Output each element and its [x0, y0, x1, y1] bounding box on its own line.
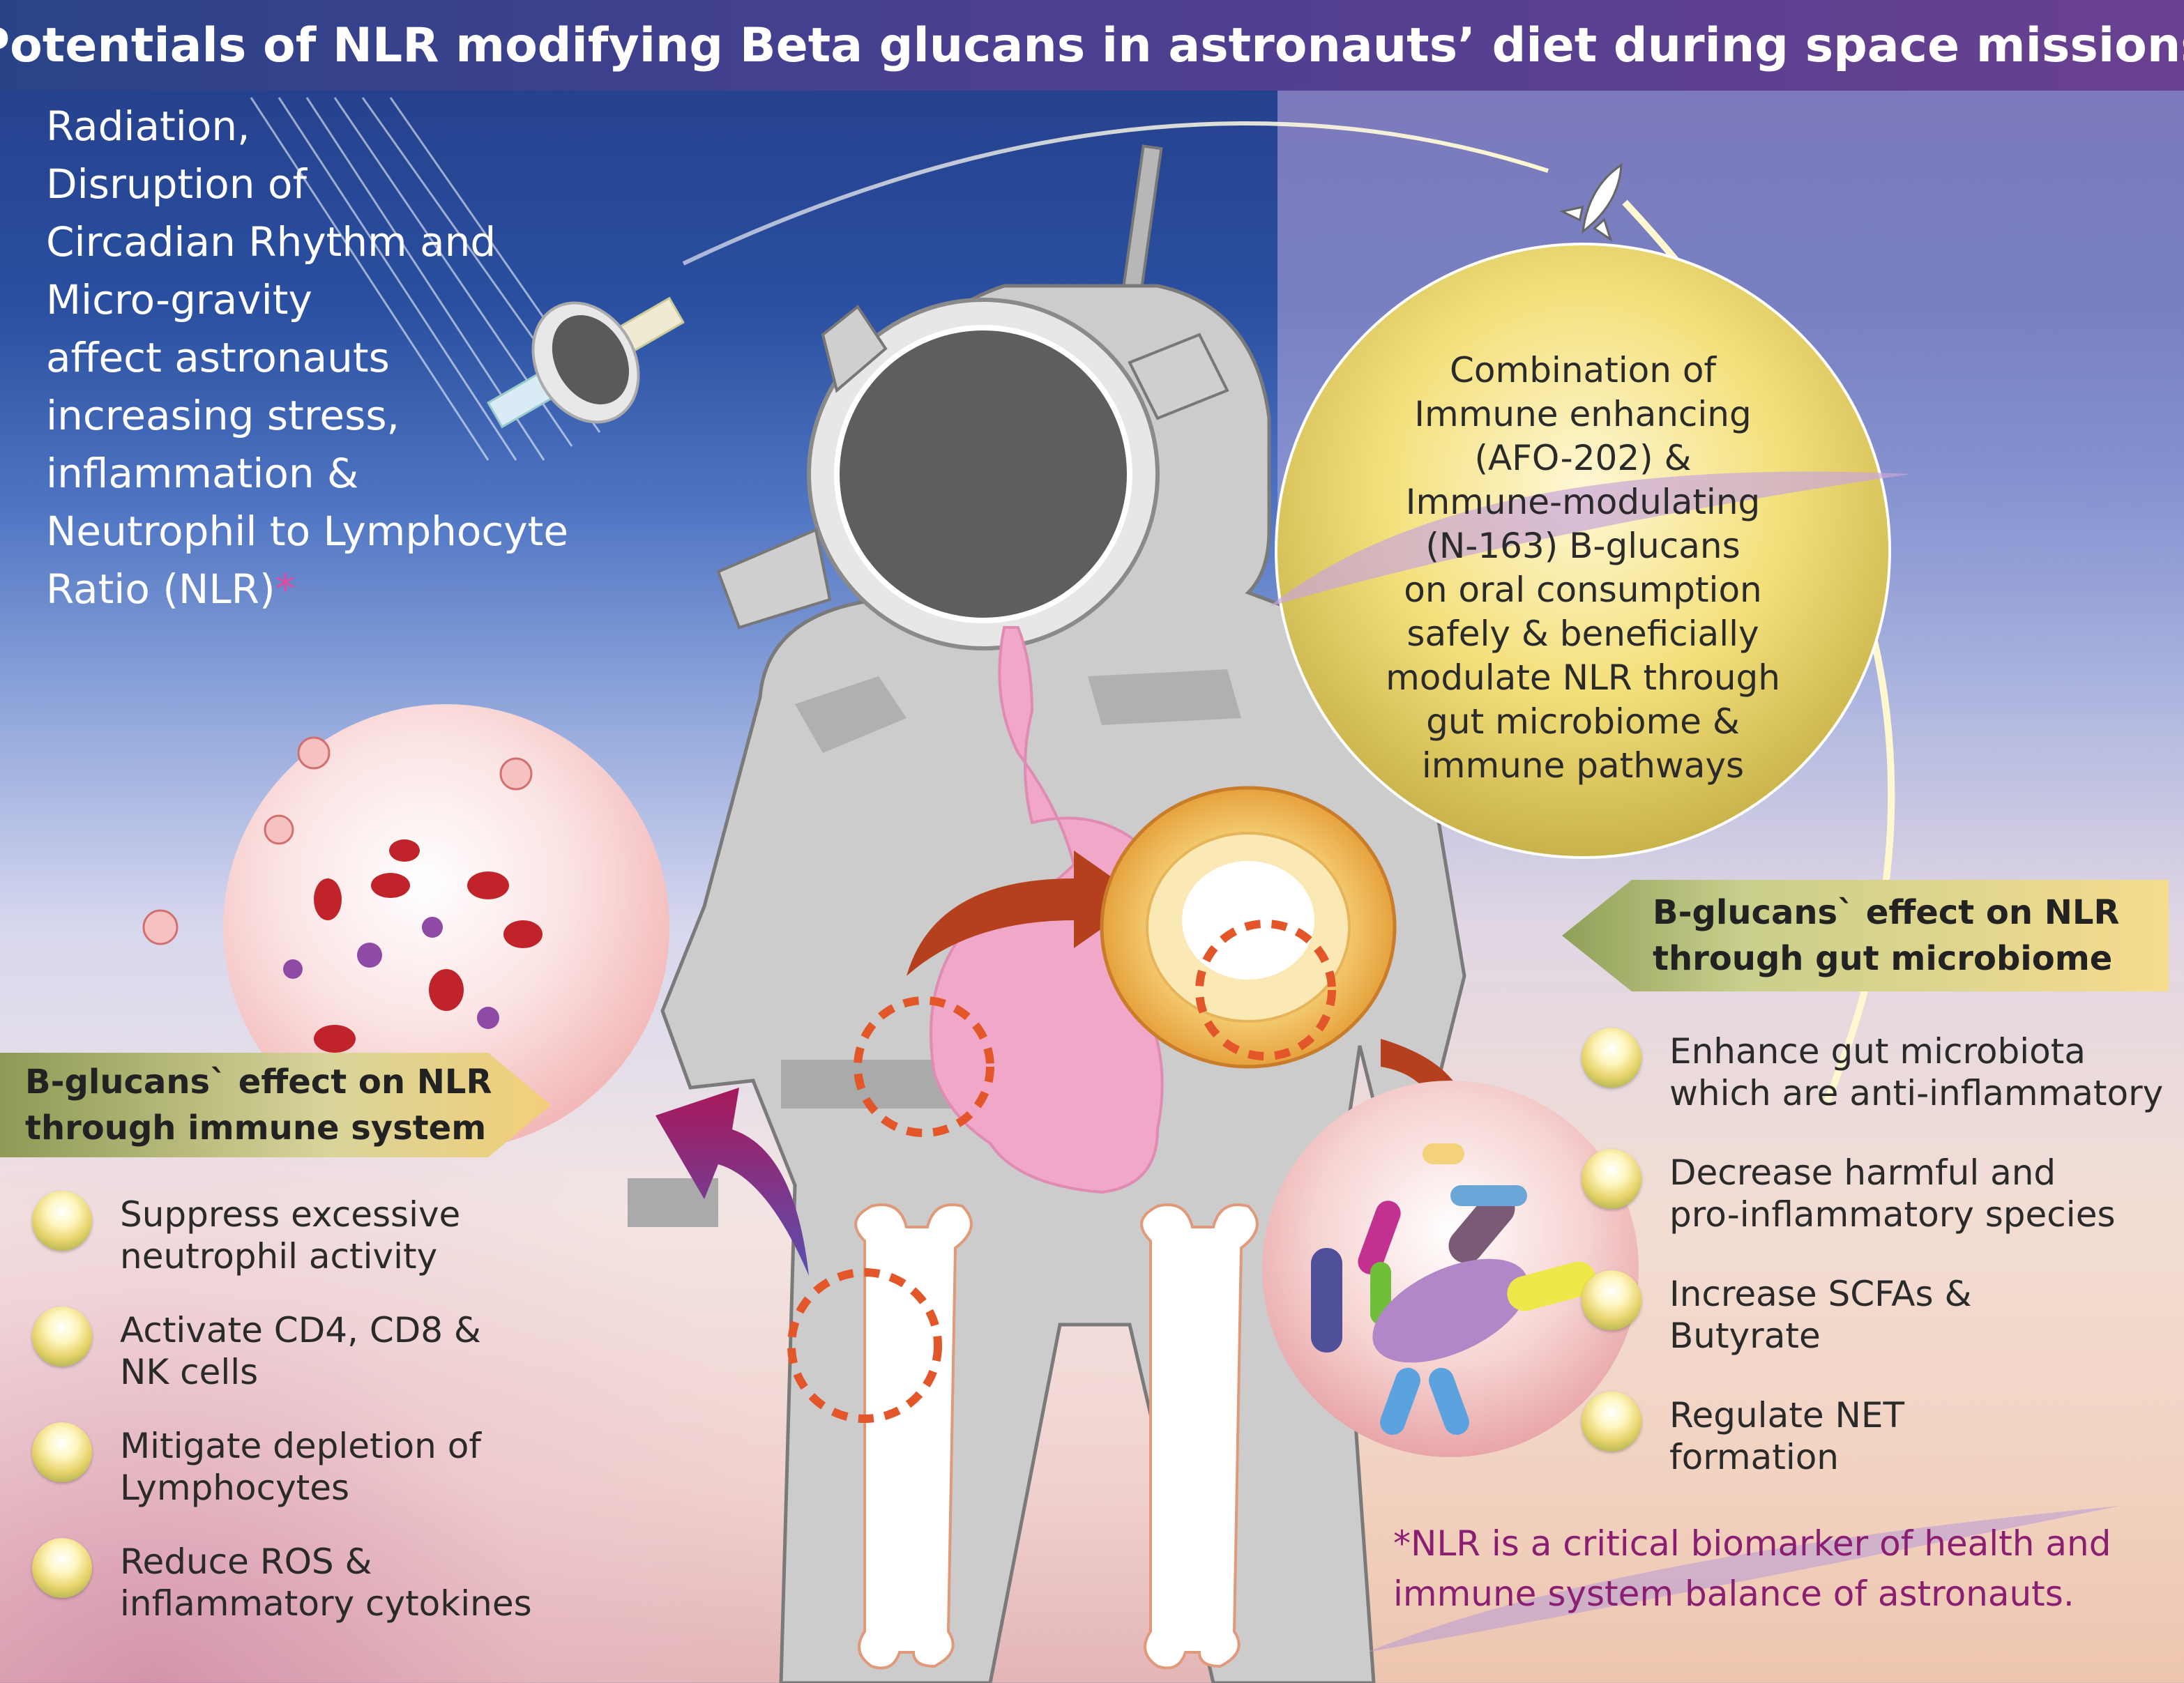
gut-effect-line: Decrease harmful and [1669, 1152, 2056, 1193]
bubble-pointer [1269, 471, 1911, 607]
immune-effect-line: Suppress excessive [120, 1194, 461, 1235]
footnote-line: *NLR is a critical biomarker of health a… [1393, 1523, 2111, 1564]
rocket-icon [1559, 162, 1623, 242]
immune-header-line: through immune system [25, 1109, 487, 1148]
arrow-to-immune [655, 1088, 809, 1276]
gut-effect-text: Regulate NET formation [1669, 1394, 1904, 1478]
gut-effect-text: Decrease harmful and pro-inflammatory sp… [1669, 1152, 2116, 1235]
footnote-swoosh [1367, 1506, 2120, 1652]
gut-effect-item: Increase SCFAs & Butyrate [1582, 1270, 1971, 1357]
gut-effect-item: Decrease harmful and pro-inflammatory sp… [1582, 1149, 2116, 1235]
immune-effect-line: Mitigate depletion of [120, 1426, 481, 1466]
bone-left [854, 1203, 973, 1670]
gut-effect-item: Regulate NET formation [1582, 1392, 1904, 1478]
gut-effect-line: Enhance gut microbiota [1669, 1031, 2086, 1072]
immune-effect-text: Activate CD4, CD8 & NK cells [120, 1309, 481, 1393]
immune-header-shape [0, 1053, 551, 1157]
stress-line: Neutrophil to Lymphocyte [46, 508, 569, 555]
gut-effect-text: Enhance gut microbiota which are anti-in… [1669, 1030, 2163, 1114]
combination-line: (AFO-202) & [1474, 438, 1692, 478]
immune-effect-line: neutrophil activity [120, 1236, 438, 1277]
stress-line: affect astronauts [46, 334, 390, 381]
stress-factors-text: Radiation, Disruption of Circadian Rhyth… [46, 98, 674, 618]
stress-line-last: Ratio (NLR)* [46, 561, 674, 618]
gut-effect-line: Butyrate [1669, 1316, 1821, 1356]
gut-effect-line: pro-inflammatory species [1669, 1194, 2116, 1235]
combination-bubble [1275, 243, 1891, 859]
immune-header-line: B-glucans` effect on NLR [25, 1063, 492, 1102]
stress-line: increasing stress, [46, 392, 400, 439]
combination-line: gut microbiome & [1426, 701, 1740, 742]
bullet-dot-icon [32, 1191, 92, 1251]
immune-cell-sphere [142, 704, 669, 1150]
dashed-circle-gut [854, 996, 994, 1137]
bullet-dot-icon [1582, 1028, 1641, 1088]
bullet-dot-icon [1582, 1149, 1641, 1209]
immune-effect-line: Activate CD4, CD8 & [120, 1310, 481, 1350]
stress-line: Circadian Rhythm and [46, 218, 496, 266]
immune-effect-item: Suppress excessive neutrophil activity [32, 1191, 460, 1277]
immune-effect-item: Activate CD4, CD8 & NK cells [32, 1307, 481, 1393]
combination-line: safely & beneficially [1406, 614, 1759, 654]
combination-line: Combination of [1449, 350, 1717, 390]
stress-line-text: Ratio (NLR) [46, 565, 275, 613]
immune-effect-text: Mitigate depletion of Lymphocytes [120, 1425, 481, 1509]
title-bar: Potentials of NLR modifying Beta glucans… [0, 0, 2184, 91]
stress-line: Disruption of [46, 160, 307, 208]
stress-line: Micro-gravity [46, 276, 312, 323]
immune-effect-text: Suppress excessive neutrophil activity [120, 1194, 460, 1277]
immune-effect-line: Lymphocytes [120, 1468, 350, 1508]
immune-effect-item: Reduce ROS & inflammatory cytokines [32, 1538, 532, 1624]
bullet-dot-icon [32, 1538, 92, 1598]
nlr-footnote: *NLR is a critical biomarker of health a… [1393, 1518, 2160, 1619]
gut-microbiome-header: B-glucans` effect on NLR through gut mic… [1562, 880, 2162, 991]
stress-line: inflammation & [46, 450, 359, 497]
combination-line: immune pathways [1421, 745, 1745, 786]
bullet-dot-icon [32, 1307, 92, 1366]
immune-system-header: B-glucans` effect on NLR through immune … [0, 1053, 558, 1157]
immune-effect-item: Mitigate depletion of Lymphocytes [32, 1422, 481, 1509]
dashed-circle-colon [1195, 920, 1336, 1060]
flight-arc [682, 121, 1549, 266]
gut-effect-line: Regulate NET [1669, 1395, 1905, 1436]
combination-line: on oral consumption [1404, 570, 1762, 610]
combination-text: Combination of Immune enhancing (AFO-202… [1332, 349, 1834, 788]
gut-effect-line: Increase SCFAs & [1669, 1274, 1972, 1314]
immune-effect-line: inflammatory cytokines [120, 1583, 532, 1624]
gut-effect-line: which are anti-inflammatory [1669, 1073, 2164, 1113]
immune-effect-text: Reduce ROS & inflammatory cytokines [120, 1541, 532, 1624]
combination-line: (N-163) B-glucans [1425, 526, 1741, 566]
dashed-circle-bone [787, 1268, 942, 1423]
bone-right [1140, 1203, 1259, 1670]
combination-line: modulate NLR through [1386, 657, 1780, 698]
page-title: Potentials of NLR modifying Beta glucans… [0, 17, 2184, 73]
asterisk-mark: * [275, 565, 296, 613]
immune-effect-line: NK cells [120, 1352, 259, 1392]
satellite-icon [487, 296, 685, 429]
bullet-dot-icon [32, 1422, 92, 1482]
gut-header-line: through gut microbiome [1653, 939, 2113, 978]
arrow-to-colon [907, 851, 1144, 976]
combination-line: Immune enhancing [1414, 394, 1752, 434]
gut-effect-text: Increase SCFAs & Butyrate [1669, 1273, 1971, 1357]
immune-effect-line: Reduce ROS & [120, 1541, 372, 1582]
bullet-dot-icon [1582, 1270, 1641, 1330]
gut-effect-item: Enhance gut microbiota which are anti-in… [1582, 1028, 2163, 1114]
gut-effect-line: formation [1669, 1437, 1839, 1477]
bullet-dot-icon [1582, 1392, 1641, 1452]
footnote-line: immune system balance of astronauts. [1393, 1574, 2075, 1614]
microbiome-sphere [1262, 1081, 1639, 1457]
visor [834, 325, 1132, 623]
gut-header-line: B-glucans` effect on NLR [1653, 893, 2120, 932]
combination-line: Immune-modulating [1405, 482, 1761, 522]
gut-header-shape [1562, 880, 2169, 991]
stress-line: Radiation, [46, 102, 250, 150]
